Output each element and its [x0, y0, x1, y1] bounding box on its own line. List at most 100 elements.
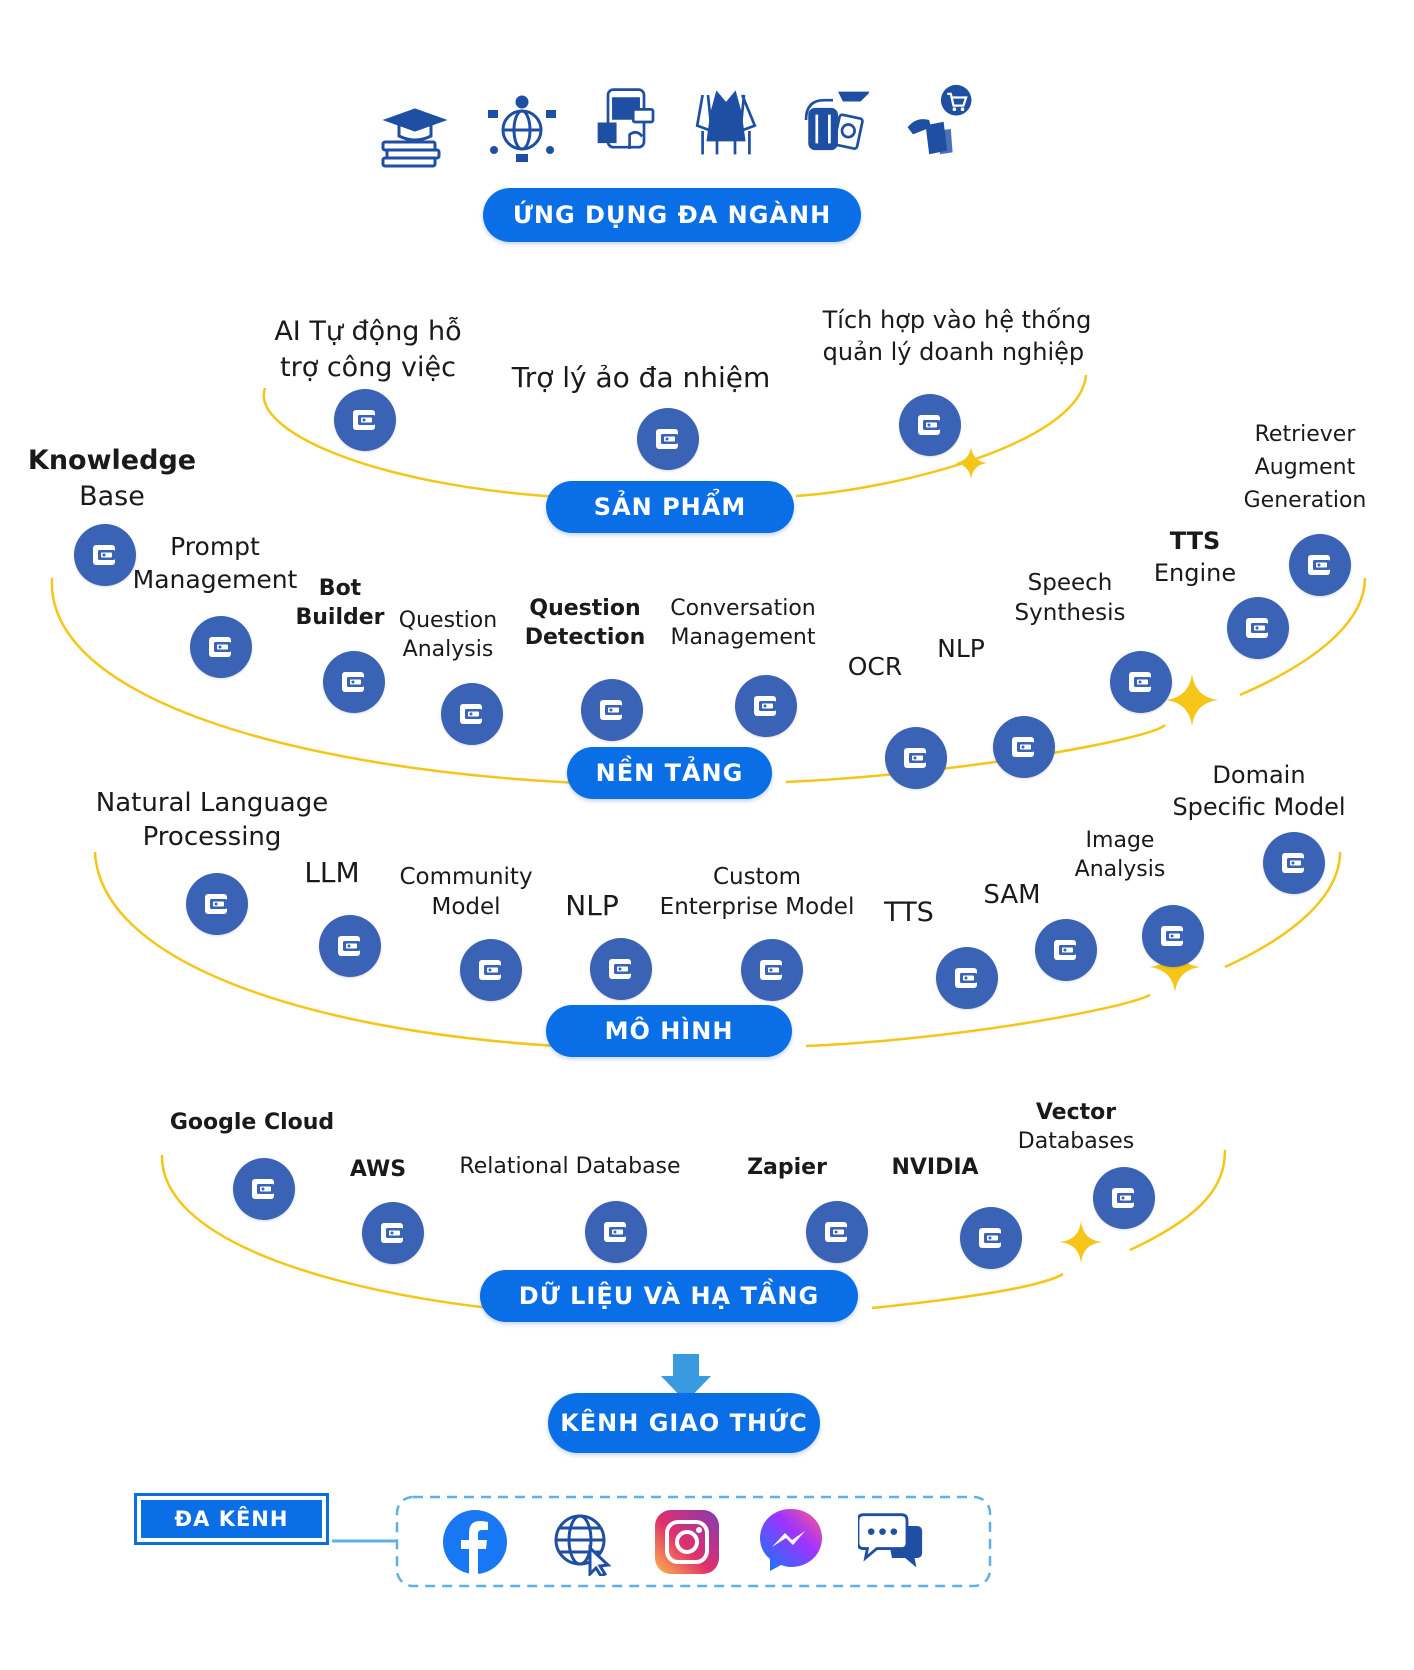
component-node-icon[interactable]: [1035, 919, 1097, 981]
product-label: Trợ lý ảo đa nhiệm: [512, 360, 771, 397]
component-node-icon[interactable]: [585, 1201, 647, 1263]
label-line: AWS: [349, 1157, 407, 1182]
global-social-icon: [488, 95, 556, 162]
component-node-icon[interactable]: [936, 947, 998, 1009]
label-line: Processing: [142, 822, 282, 853]
label-line: Builder: [295, 605, 385, 631]
label-line: Analysis: [402, 637, 494, 663]
component-node-icon[interactable]: [323, 651, 385, 713]
models-pill[interactable]: MÔ HÌNH: [546, 1005, 792, 1057]
website-icon[interactable]: [550, 1510, 616, 1576]
multi-industry-pill[interactable]: ỨNG DỤNG ĐA NGÀNH: [483, 188, 861, 242]
label-line: Prompt: [170, 532, 260, 561]
mobile-shopping-icon: [597, 88, 655, 149]
label-line: Analysis: [1074, 857, 1166, 883]
component-node-icon[interactable]: [590, 938, 652, 1000]
sparkle-icon: [955, 447, 987, 479]
model-label: TTS: [884, 895, 934, 931]
instagram-icon[interactable]: [654, 1509, 720, 1575]
model-label: LLM: [304, 855, 359, 892]
component-node-icon[interactable]: [441, 683, 503, 745]
omni-channel-label: ĐA KÊNH: [141, 1500, 322, 1538]
label-line: SAM: [983, 880, 1041, 910]
component-node-icon[interactable]: [885, 727, 947, 789]
label-line: Speech: [1027, 570, 1113, 596]
data-label: Relational Database: [459, 1152, 680, 1181]
label-line: OCR: [847, 652, 903, 681]
data-label: NVIDIA: [891, 1153, 978, 1182]
label-line: Engine: [1153, 558, 1237, 587]
component-node-icon[interactable]: [74, 524, 136, 586]
label-line: quản lý doanh nghiệp: [822, 337, 1085, 366]
label-line: Zapier: [747, 1155, 827, 1180]
component-node-icon[interactable]: [806, 1201, 868, 1263]
component-node-icon[interactable]: [1110, 651, 1172, 713]
model-label: NLP: [565, 888, 618, 925]
omni-channel-frame: ĐA KÊNH: [134, 1493, 329, 1545]
label-line: Base: [79, 480, 145, 512]
label-line: Vector: [1035, 1100, 1117, 1125]
sparkle-icon: [1150, 942, 1200, 992]
label-line: Retriever: [1254, 422, 1356, 447]
component-node-icon[interactable]: [899, 394, 961, 456]
data-label: AWS: [350, 1155, 406, 1184]
component-node-icon[interactable]: [1227, 597, 1289, 659]
component-node-icon[interactable]: [190, 616, 252, 678]
component-node-icon[interactable]: [637, 408, 699, 470]
label-line: Question: [398, 608, 498, 633]
messenger-icon[interactable]: [758, 1507, 824, 1573]
component-node-icon[interactable]: [186, 873, 248, 935]
label-line: Synthesis: [1014, 600, 1126, 627]
education-icon: [381, 108, 448, 168]
down-arrow-icon: [661, 1354, 711, 1402]
facebook-icon[interactable]: [442, 1509, 508, 1575]
products-pill[interactable]: SẢN PHẨM: [546, 481, 794, 533]
label-line: TTS: [884, 897, 934, 928]
component-node-icon[interactable]: [319, 915, 381, 977]
component-node-icon[interactable]: [581, 679, 643, 741]
label-line: NLP: [565, 889, 619, 922]
data-infrastructure-pill[interactable]: DỮ LIỆU VÀ HẠ TẦNG: [480, 1270, 858, 1322]
component-node-icon[interactable]: [960, 1207, 1022, 1269]
fashion-icon: [695, 90, 757, 155]
component-node-icon[interactable]: [735, 675, 797, 737]
component-node-icon[interactable]: [1093, 1167, 1155, 1229]
label-line: Specific Model: [1172, 792, 1346, 821]
label-line: TTS: [1169, 527, 1221, 555]
label-line: Relational Database: [459, 1154, 681, 1179]
label-line: Detection: [524, 625, 646, 651]
label-line: Knowledge: [27, 445, 197, 476]
label-line: LLM: [304, 856, 360, 889]
label-line: Model: [431, 894, 501, 921]
component-node-icon[interactable]: [362, 1202, 424, 1264]
label-line: Generation: [1243, 488, 1367, 513]
component-node-icon[interactable]: [1142, 905, 1204, 967]
platform-pill[interactable]: NỀN TẢNG: [567, 747, 772, 799]
component-node-icon[interactable]: [741, 939, 803, 1001]
data-label: Zapier: [747, 1153, 827, 1182]
label-line: Management: [132, 565, 298, 594]
component-node-icon[interactable]: [460, 939, 522, 1001]
component-node-icon[interactable]: [1263, 832, 1325, 894]
channels-pill[interactable]: KÊNH GIAO THỨC: [548, 1393, 820, 1453]
component-node-icon[interactable]: [233, 1158, 295, 1220]
chat-icon[interactable]: [858, 1509, 924, 1575]
model-label: SAM: [983, 878, 1040, 912]
label-line: Question: [529, 596, 641, 621]
label-line: Community: [399, 864, 533, 890]
component-node-icon[interactable]: [993, 716, 1055, 778]
component-node-icon[interactable]: [1289, 534, 1351, 596]
component-node-icon[interactable]: [334, 389, 396, 451]
